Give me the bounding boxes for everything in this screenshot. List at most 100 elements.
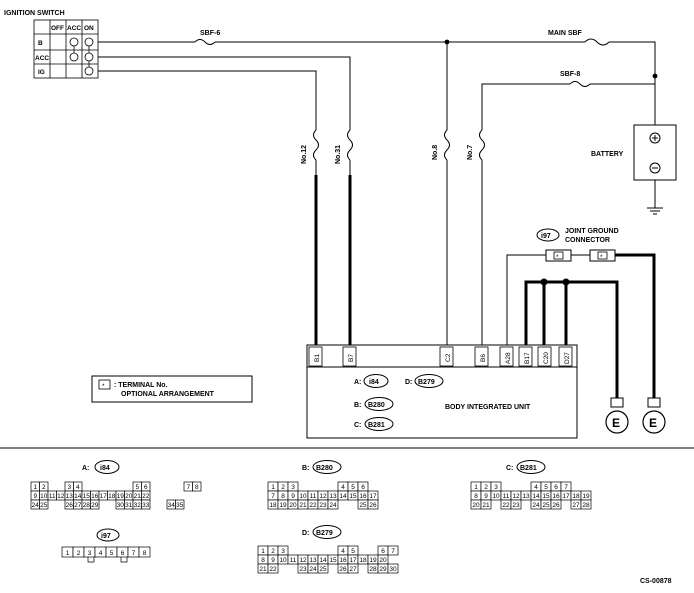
pin-number: 7 <box>564 484 568 491</box>
pin-cell <box>138 546 151 558</box>
pin-number: 26 <box>369 502 377 509</box>
pin-number: 25 <box>319 566 327 573</box>
pin-number: 21 <box>134 493 142 500</box>
figure-code: CS-00878 <box>640 578 672 585</box>
fuse-no12-label: No.12 <box>301 145 308 164</box>
pin-number: 28 <box>369 566 377 573</box>
connector-id: B280 <box>368 402 385 409</box>
pinout-d-id: B279 <box>316 530 333 537</box>
pin-number: 25 <box>542 502 550 509</box>
pin-cell <box>327 499 339 510</box>
pin-number: 11 <box>503 493 510 500</box>
pin-number: 17 <box>349 557 357 564</box>
pin-number: 23 <box>299 566 307 573</box>
pinout-a-id: i84 <box>100 465 110 472</box>
pin-cell <box>387 563 399 574</box>
pin-number: 16 <box>91 493 99 500</box>
switch-row-ig: IG <box>38 69 45 76</box>
pin-number: 11 <box>49 493 56 500</box>
pin-number: 32 <box>134 502 142 509</box>
junction-dot <box>540 278 548 286</box>
pin-number: 7 <box>186 484 190 491</box>
pin-number: 2 <box>271 548 275 555</box>
pinout-b-id: B280 <box>316 465 333 472</box>
junction-dot <box>444 39 450 45</box>
pin-number: 4 <box>341 484 345 491</box>
pin-number: 15 <box>542 493 550 500</box>
pin-number: 26 <box>552 502 560 509</box>
pin-number: 8 <box>261 557 265 564</box>
legend-line-1: : TERMINAL No. <box>114 382 168 389</box>
pin-number: 4 <box>76 484 80 491</box>
pin-number: 5 <box>351 548 355 555</box>
pin-number: 22 <box>502 502 510 509</box>
pin-cell <box>550 499 562 510</box>
pin-number: 24 <box>532 502 540 509</box>
pin-number: 9 <box>484 493 488 500</box>
circuit-fuses <box>313 129 485 345</box>
pin-number: 1 <box>474 484 478 491</box>
pin-number: 4 <box>341 548 345 555</box>
ground-wires <box>506 253 656 398</box>
switch-col-on: ON <box>84 25 94 32</box>
pin-number: 21 <box>482 502 490 509</box>
pin-number: 13 <box>309 557 317 564</box>
pin-number: 29 <box>379 566 387 573</box>
connector-letter: D: <box>405 379 412 386</box>
pin-cell <box>90 499 100 510</box>
pin-number: 2 <box>484 484 488 491</box>
terminal-label: B6 <box>480 354 487 362</box>
pin-cell <box>192 481 202 492</box>
body-unit-label: BODY INTEGRATED UNIT <box>445 404 531 411</box>
switch-row-acc: ACC <box>35 55 49 62</box>
pin-number: 18 <box>269 502 277 509</box>
pin-number: 14 <box>532 493 540 500</box>
pin-number: 16 <box>339 557 347 564</box>
star-terminal: * <box>556 254 559 261</box>
pin-number: 24 <box>309 566 317 573</box>
pin-cell <box>175 499 185 510</box>
star-terminal: * <box>600 254 603 261</box>
pin-number: 1 <box>33 484 37 491</box>
junction-dot <box>562 278 570 286</box>
pin-number: 8 <box>281 493 285 500</box>
terminal-label: C2 <box>445 353 452 362</box>
fuse-no31-label: No.31 <box>335 145 342 164</box>
pin-number: 29 <box>91 502 99 509</box>
pin-number: 28 <box>582 502 590 509</box>
pin-number: 11 <box>310 493 317 500</box>
pin-cell <box>347 563 359 574</box>
pin-number: 5 <box>110 550 114 557</box>
pin-number: 28 <box>83 502 91 509</box>
pin-cell <box>39 499 49 510</box>
joint-ground-label-1: JOINT GROUND <box>565 228 619 235</box>
pin-number: 30 <box>389 566 397 573</box>
terminal-label: A28 <box>505 352 512 364</box>
pin-number: 27 <box>74 502 82 509</box>
pinout-c-letter: C: <box>506 465 513 472</box>
connector-letter: B: <box>354 402 361 409</box>
pin-number: 23 <box>319 502 327 509</box>
pin-number: 18 <box>108 493 116 500</box>
switch-row-b: B <box>38 40 43 47</box>
sbf8-label: SBF-8 <box>560 71 580 78</box>
pin-cell <box>267 563 279 574</box>
pin-number: 11 <box>290 557 297 564</box>
pin-number: 24 <box>32 502 40 509</box>
pinout-d-letter: D: <box>302 530 309 537</box>
pinout-b-letter: B: <box>302 465 309 472</box>
terminal-legend: * : TERMINAL No. OPTIONAL ARRANGEMENT <box>91 375 253 403</box>
pin-number: 10 <box>279 557 287 564</box>
pin-number: 12 <box>512 493 520 500</box>
supply-wires <box>98 39 656 208</box>
pin-number: 8 <box>474 493 478 500</box>
pin-number: 10 <box>299 493 307 500</box>
pin-number: 26 <box>339 566 347 573</box>
sbf8-fuse: SBF-8 <box>560 71 591 87</box>
pin-number: 6 <box>361 484 365 491</box>
pin-number: 3 <box>281 548 285 555</box>
pin-number: 34 <box>168 502 176 509</box>
